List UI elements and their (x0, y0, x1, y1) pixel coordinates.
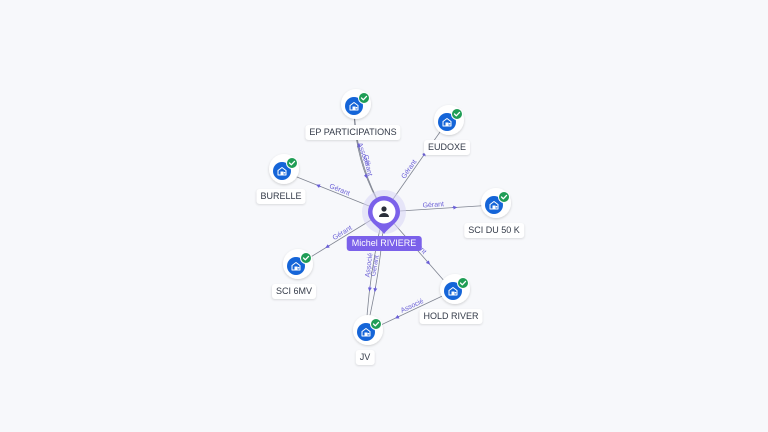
building-icon-bg (273, 162, 291, 180)
company-label-sci6mv: SCI 6MV (271, 284, 317, 299)
check-icon (358, 92, 370, 104)
edge-arrow (316, 184, 321, 189)
company-label-burelle: BURELLE (256, 189, 306, 204)
company-label-ep: EP PARTICIPATIONS (305, 125, 401, 140)
edge-label: Gérant (370, 255, 381, 277)
person-icon-body (379, 213, 389, 217)
check-icon (370, 318, 382, 330)
check-icon (451, 108, 463, 120)
edge-label: Gérant (422, 201, 444, 209)
company-label-holdriver: HOLD RIVER (419, 309, 483, 324)
person-name-label: Michel RIVIERE (346, 236, 422, 251)
company-node-ep[interactable] (341, 89, 371, 119)
company-label-sci50k: SCI DU 50 K (464, 223, 524, 238)
edge-arrow (325, 244, 330, 248)
edge-label: Gérant (362, 154, 373, 176)
check-mark (360, 95, 368, 101)
company-label-eudoxe: EUDOXE (423, 140, 471, 155)
building-icon-bg (357, 323, 375, 341)
edge-label: Associé (365, 252, 375, 277)
edge-label: Gérant (328, 183, 351, 197)
edge-arrow (367, 285, 372, 292)
edge-arrow (356, 143, 361, 149)
check-mark (459, 280, 467, 286)
check-mark (453, 111, 461, 117)
person-icon (381, 206, 387, 212)
company-label-jv: JV (355, 350, 375, 365)
check-icon (457, 277, 469, 289)
check-mark (302, 255, 310, 261)
edge-arrow (425, 260, 430, 265)
person-node[interactable] (362, 190, 406, 234)
building-icon-bg (287, 257, 305, 275)
company-node-sci6mv[interactable] (283, 249, 313, 279)
nodes-layer (269, 89, 511, 345)
company-node-eudoxe[interactable] (434, 105, 464, 135)
company-node-jv[interactable] (353, 315, 383, 345)
edge-arrow (394, 314, 400, 319)
edge-arrow (373, 286, 378, 293)
person-icon-bg (372, 200, 396, 224)
building-icon-bg (485, 196, 503, 214)
company-node-burelle[interactable] (269, 154, 299, 184)
edge-label: Gérant (400, 159, 418, 181)
company-node-holdriver[interactable] (440, 274, 470, 304)
check-icon (286, 157, 298, 169)
building-icon-bg (438, 113, 456, 131)
check-mark (372, 321, 380, 327)
edge-arrow (363, 173, 368, 179)
building-icon-bg (444, 282, 462, 300)
check-icon (498, 191, 510, 203)
check-mark (500, 194, 508, 200)
company-node-sci50k[interactable] (481, 188, 511, 218)
check-icon (300, 252, 312, 264)
check-mark (288, 160, 296, 166)
building-icon-bg (345, 97, 363, 115)
